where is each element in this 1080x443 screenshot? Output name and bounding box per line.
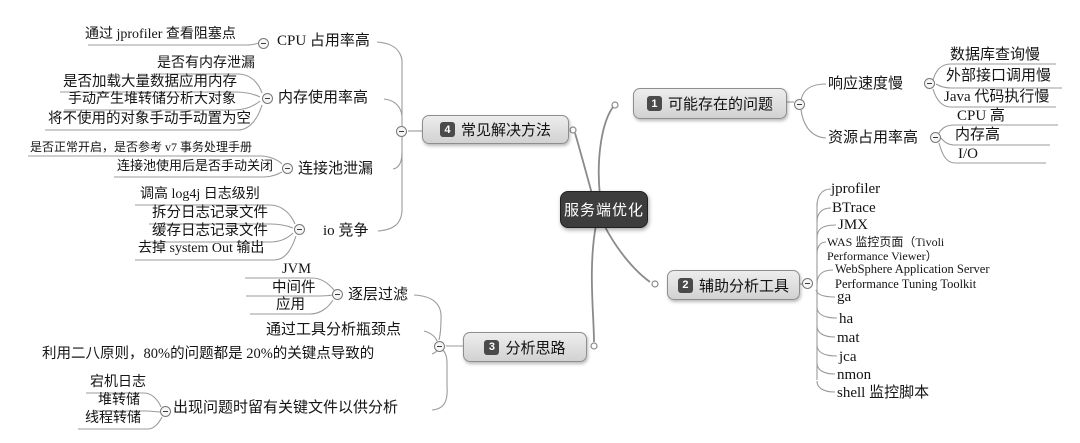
topic-crash-log[interactable]: 宕机日志 [90,375,146,390]
topic-cache-log-files[interactable]: 缓存日志记录文件 [152,223,268,239]
topic-response-slow[interactable]: 响应速度慢 [828,76,904,92]
topic-io[interactable]: I/O [958,146,978,162]
number-marker-3: 3 [484,339,500,355]
topic-layer-filter[interactable]: 逐层过滤 [348,287,409,303]
topic-io-contention[interactable]: io 竞争 [323,223,369,239]
main-topic-problems-label: 可能存在的问题 [667,97,773,113]
collapse-badge-solutions[interactable] [396,126,407,137]
topic-tool-nmon[interactable]: nmon [837,367,872,383]
topic-keep-key-files[interactable]: 出现问题时留有关键文件以供分析 [173,400,399,416]
topic-set-unused-null[interactable]: 将不使用的对象手动手动置为空 [48,111,251,127]
collapse-badge-memory-usage[interactable] [262,93,273,104]
collapse-badge-io-contention[interactable] [294,224,305,235]
topic-middleware[interactable]: 中间件 [272,280,316,296]
topic-tool-jmx[interactable]: JMX [838,217,869,233]
topic-log4j-level[interactable]: 调高 log4j 日志级别 [140,187,260,202]
number-marker-4: 4 [439,122,455,137]
topic-large-data-check[interactable]: 是否加载大量数据应用内存 [63,74,237,90]
collapse-badge-layer-filter[interactable] [332,289,343,300]
collapse-badge-problems[interactable] [794,99,805,110]
topic-heap-dump[interactable]: 堆转储 [98,393,140,408]
number-marker-1: 1 [646,96,662,111]
topic-thread-dump[interactable]: 线程转储 [85,411,141,426]
main-topic-solutions-label: 常见解决方法 [460,123,551,139]
topic-pareto-principle[interactable]: 利用二八原则，80%的问题都是 20%的关键点导致的 [42,346,375,362]
topic-memory-leak-check[interactable]: 是否有内存泄漏 [157,56,255,71]
central-topic[interactable]: 服务端优化 [560,191,648,228]
topic-external-api-slow[interactable]: 外部接口调用慢 [946,68,1052,84]
topic-heap-dump-analyze[interactable]: 手动产生堆转储分析大对象 [68,92,236,107]
topic-memory-high[interactable]: 内存高 [955,127,1001,143]
main-topic-solutions[interactable]: 4 常见解决方法 [422,115,569,144]
main-topic-tools-label: 辅助分析工具 [698,278,789,295]
topic-pool-close-check[interactable]: 连接池使用后是否手动关闭 [117,158,274,173]
topic-tool-btrace[interactable]: BTrace [832,200,876,216]
topic-application[interactable]: 应用 [276,297,305,313]
topic-pool-open-check[interactable]: 是否正常开启，是否参考 v7 事务处理手册 [30,140,253,154]
main-topic-analysis-label: 分析思路 [505,340,566,357]
topic-tool-mat[interactable]: mat [837,330,860,346]
main-topic-problems[interactable]: 1 可能存在的问题 [633,88,787,119]
topic-jprofiler-block-point[interactable]: 通过 jprofiler 查看阻塞点 [85,27,236,42]
collapse-badge-resource[interactable] [930,132,941,143]
topic-java-exec-slow[interactable]: Java 代码执行慢 [944,89,1050,105]
topic-split-log-files[interactable]: 拆分日志记录文件 [152,205,268,221]
collapse-badge-tools[interactable] [802,278,813,289]
topic-tool-bottleneck[interactable]: 通过工具分析瓶颈点 [266,322,402,338]
collapse-badge-cpu-usage[interactable] [258,38,269,49]
topic-tool-jprofiler[interactable]: jprofiler [831,181,881,197]
topic-tool-jca[interactable]: jca [839,349,857,365]
topic-remove-system-out[interactable]: 去掉 system Out 输出 [138,241,265,256]
topic-memory-usage-high[interactable]: 内存使用率高 [278,90,369,106]
main-topic-tools[interactable]: 2 辅助分析工具 [667,270,800,300]
number-marker-2: 2 [677,277,693,293]
central-topic-label: 服务端优化 [563,203,644,219]
collapse-badge-key-files[interactable] [160,406,171,417]
topic-tool-shell-script[interactable]: shell 监控脚本 [837,385,930,401]
collapse-badge-analysis[interactable] [434,341,445,352]
topic-cpu-high[interactable]: CPU 高 [957,108,1005,124]
topic-tool-ga[interactable]: ga [837,289,852,305]
topic-jvm[interactable]: JVM [282,261,312,277]
collapse-badge-response[interactable] [924,78,935,89]
topic-resource-high[interactable]: 资源占用率高 [828,130,919,146]
topic-tool-websphere-toolkit[interactable]: WebSphere Application Server Performance… [835,262,990,291]
main-topic-analysis[interactable]: 3 分析思路 [463,332,587,362]
topic-tool-ha[interactable]: ha [839,311,854,327]
topic-cpu-usage-high[interactable]: CPU 占用率高 [277,33,370,49]
topic-db-query-slow[interactable]: 数据库查询慢 [950,47,1041,63]
topic-pool-leak[interactable]: 连接池泄漏 [298,161,374,177]
topic-tool-was-monitor[interactable]: WAS 监控页面（Tivoli Performance Viewer） [827,235,945,264]
collapse-badge-pool-leak[interactable] [282,163,293,174]
